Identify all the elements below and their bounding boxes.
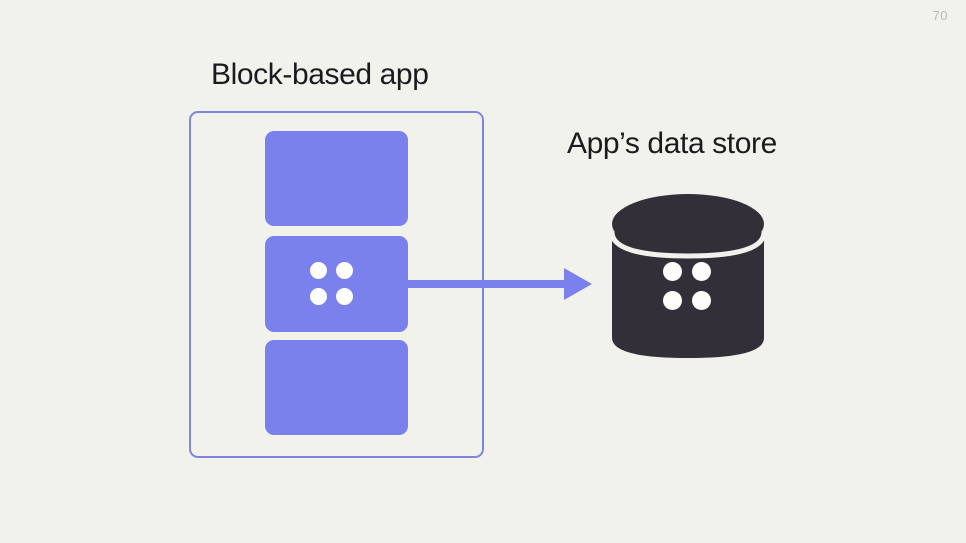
dot — [310, 262, 327, 279]
dot — [336, 262, 353, 279]
app-block-dot-grid-icon — [310, 262, 353, 305]
app-data-store-title: App’s data store — [567, 127, 777, 160]
app-block-bottom — [265, 340, 408, 435]
app-block-top — [265, 131, 408, 226]
data-store-dot-grid-icon — [663, 262, 711, 310]
dot — [310, 288, 327, 305]
dot — [663, 262, 682, 281]
app-block-middle — [265, 236, 408, 332]
page-number: 70 — [932, 8, 948, 23]
dot — [336, 288, 353, 305]
dot — [692, 291, 711, 310]
data-flow-arrow-icon — [400, 268, 592, 300]
block-based-app-title: Block-based app — [211, 58, 429, 91]
dot — [663, 291, 682, 310]
data-store-cylinder-icon — [609, 194, 767, 358]
dot — [692, 262, 711, 281]
